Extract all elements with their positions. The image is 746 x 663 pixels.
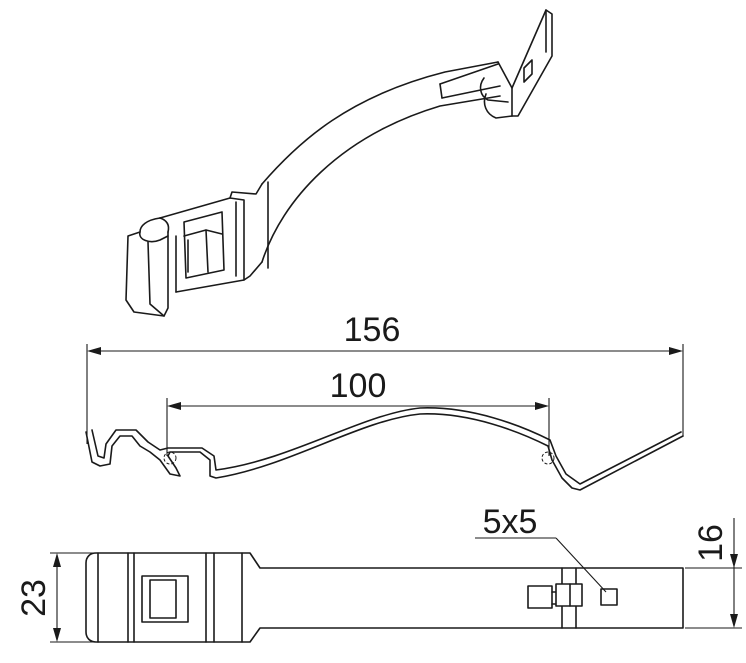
arrow-up-icon: [53, 553, 61, 567]
slot-5x5: [600, 588, 618, 606]
dimension-label-100: 100: [330, 367, 387, 405]
dimension-label-23: 23: [15, 579, 53, 617]
arrow-right-icon: [535, 402, 549, 410]
arrow-right-icon: [669, 347, 683, 355]
dimension-label-5x5: 5x5: [483, 503, 538, 541]
arrow-left-icon: [87, 347, 101, 355]
hole-left-icon: [163, 451, 177, 465]
side-view: 156 100: [85, 311, 684, 491]
arrow-left-icon: [167, 402, 181, 410]
isometric-view: [125, 9, 553, 317]
dimension-label-16: 16: [692, 524, 730, 562]
plan-view: 5x5 23 16: [15, 503, 742, 643]
arrow-down-icon: [53, 628, 61, 642]
arrow-down-icon: [730, 554, 738, 568]
arrow-up-icon: [730, 614, 738, 628]
hole-right-icon: [541, 451, 555, 465]
dimension-label-156: 156: [344, 311, 401, 349]
